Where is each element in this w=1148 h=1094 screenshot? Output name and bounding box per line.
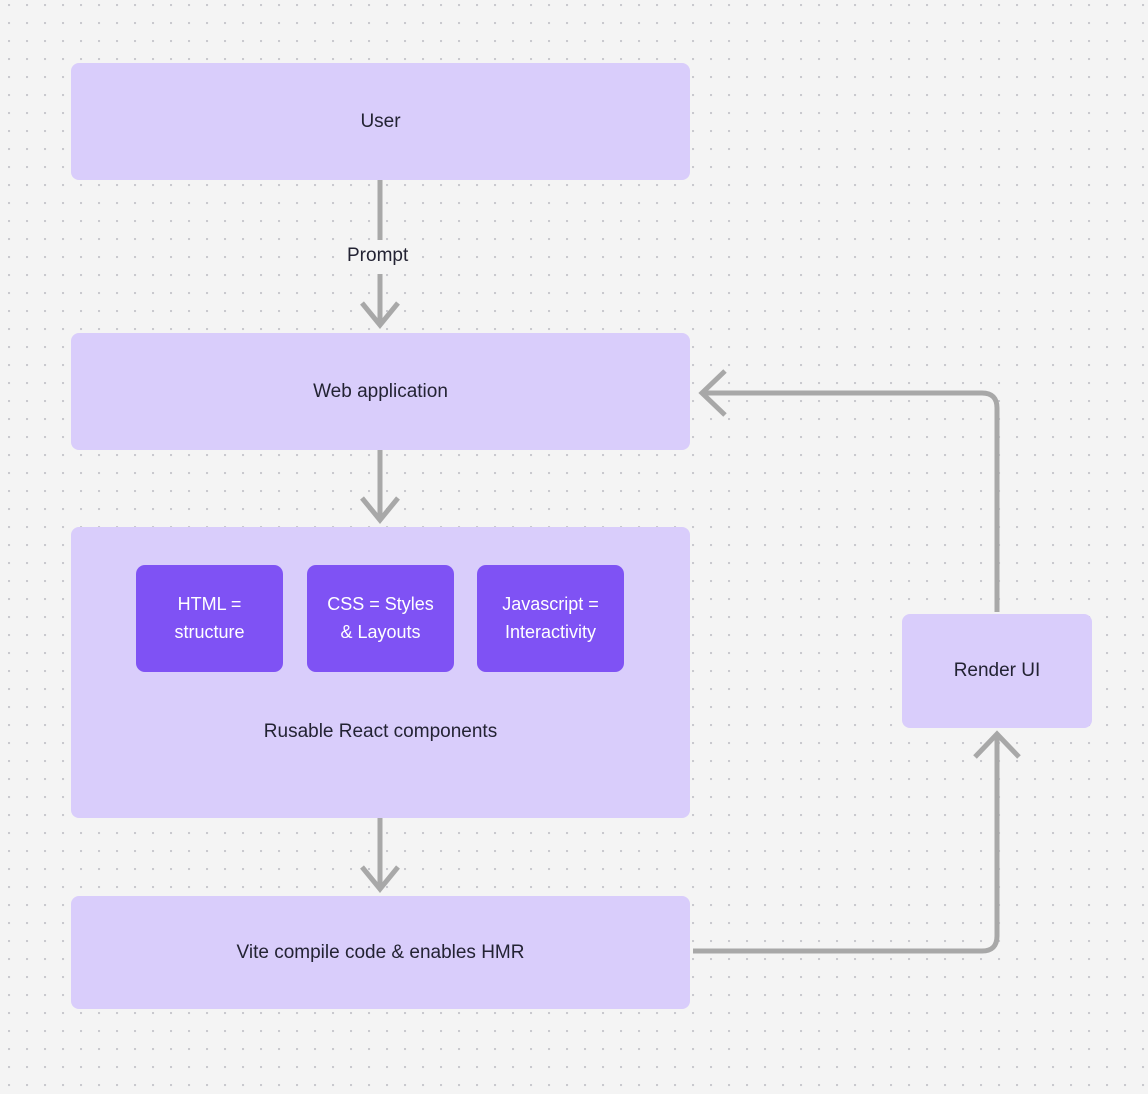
node-components-group[interactable]: HTML = structure CSS = Styles & Layouts … bbox=[71, 527, 690, 818]
node-web-application-label: Web application bbox=[313, 380, 448, 402]
edge-label-prompt: Prompt bbox=[341, 245, 415, 267]
node-user-label: User bbox=[360, 110, 401, 132]
arrowhead-user-to-web bbox=[360, 301, 400, 329]
node-css[interactable]: CSS = Styles & Layouts bbox=[307, 565, 454, 672]
node-render-ui[interactable]: Render UI bbox=[902, 614, 1092, 728]
node-web-application[interactable]: Web application bbox=[71, 333, 690, 450]
node-vite[interactable]: Vite compile code & enables HMR bbox=[71, 896, 690, 1009]
node-css-label: CSS = Styles & Layouts bbox=[327, 591, 434, 647]
arrowhead-components-to-vite bbox=[360, 865, 400, 893]
node-user[interactable]: User bbox=[71, 63, 690, 180]
node-components-group-label: Rusable React components bbox=[263, 721, 498, 742]
edge-render-ui-to-web bbox=[703, 390, 1000, 612]
node-html-label-line2: structure bbox=[174, 621, 245, 642]
node-html-label: HTML = structure bbox=[174, 591, 244, 647]
node-render-ui-label: Render UI bbox=[953, 660, 1041, 682]
node-javascript[interactable]: Javascript = Interactivity bbox=[477, 565, 624, 672]
node-css-label-line2: & Layouts bbox=[340, 621, 421, 642]
node-javascript-label: Javascript = Interactivity bbox=[502, 591, 599, 647]
edge-vite-to-render-ui bbox=[693, 735, 1000, 954]
arrowhead-vite-to-render-ui bbox=[973, 730, 1021, 759]
arrowhead-web-to-components bbox=[360, 496, 400, 524]
node-css-label-line1: CSS = Styles bbox=[327, 593, 434, 614]
node-html-label-line1: HTML = bbox=[177, 593, 242, 614]
node-javascript-label-line1: Javascript = bbox=[502, 593, 599, 614]
node-javascript-label-line2: Interactivity bbox=[504, 621, 596, 642]
node-vite-label: Vite compile code & enables HMR bbox=[236, 941, 525, 963]
arrowhead-render-ui-to-web bbox=[698, 369, 727, 417]
node-html[interactable]: HTML = structure bbox=[136, 565, 283, 672]
